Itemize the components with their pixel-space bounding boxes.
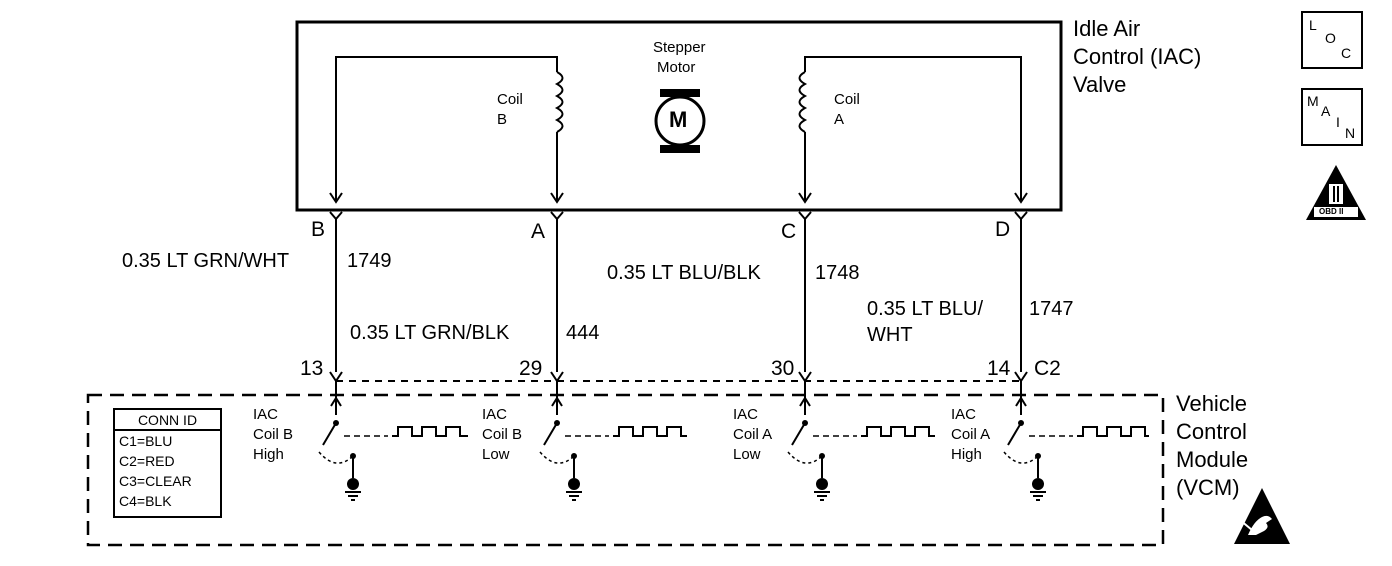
component-title-line1: Idle Air (1073, 16, 1141, 41)
driver-1-line1: IAC (253, 406, 279, 423)
pin-14-label: 14 (987, 357, 1011, 380)
coil-a-label-line2: A (834, 111, 845, 128)
coil-a-winding (798, 71, 808, 133)
terminal-b-label: B (311, 218, 326, 241)
loc-letter-l: L (1309, 17, 1317, 33)
connector-c2-label: C2 (1034, 357, 1061, 380)
wire-1747-circuit: 1747 (1029, 298, 1074, 320)
motor-bottom-brush (660, 145, 700, 153)
driver-4-line3: High (951, 446, 982, 463)
driver-3-line3: Low (733, 446, 761, 463)
terminal-d-label: D (995, 218, 1011, 241)
terminal-a-connector (550, 211, 564, 221)
driver-3-line1: IAC (733, 406, 759, 423)
iac-valve-box (295, 20, 1063, 212)
wire-1749-spec: 0.35 LT GRN/WHT (122, 250, 290, 272)
wire-1748-spec: 0.35 LT BLU/BLK (607, 262, 761, 284)
wire-1749-circuit: 1749 (347, 250, 392, 272)
pin-13-label: 13 (300, 357, 324, 380)
terminal-a-arrow (550, 192, 564, 204)
conn-id-row: C2=RED (119, 453, 175, 469)
module-title-line1: Vehicle (1176, 391, 1247, 416)
main-letter-i: I (1336, 114, 1340, 130)
pin-30-label: 30 (771, 357, 795, 380)
loc-icon[interactable]: L O C (1301, 11, 1363, 69)
coil-a-label-line1: Coil (834, 91, 860, 108)
module-title-line2: Control (1176, 419, 1247, 444)
wire-1747-spec-line2: WHT (867, 324, 913, 346)
coil-b-label-line1: Coil (497, 91, 523, 108)
driver-3-line2: Coil A (733, 426, 773, 443)
terminal-d-arrow (1014, 192, 1028, 204)
driver-1-line2: Coil B (253, 426, 294, 443)
driver-4-line2: Coil A (951, 426, 991, 443)
main-letter-a: A (1321, 103, 1331, 119)
motor-label-line2: Motor (657, 59, 696, 76)
driver-4-line1: IAC (951, 406, 977, 423)
driver-coil-b-high (318, 381, 468, 501)
motor-circle (654, 95, 706, 147)
driver-coil-a-high (1003, 381, 1149, 501)
driver-coil-a-low (787, 381, 935, 501)
wire-1748-circuit: 1748 (815, 262, 860, 284)
conn-id-row: C4=BLK (119, 493, 172, 509)
pin-30-mark (798, 371, 812, 383)
component-title-line3: Valve (1073, 72, 1127, 97)
pin-29-mark (550, 371, 564, 383)
loc-letter-o: O (1325, 30, 1336, 46)
obd-ii-icon (1306, 165, 1366, 220)
coil-b-winding (554, 71, 564, 133)
vcm-dashed-box (86, 393, 1165, 547)
driver-2-line1: IAC (482, 406, 508, 423)
motor-symbol: M (669, 107, 688, 132)
pin-14-mark (1014, 371, 1028, 383)
driver-coil-b-low (539, 381, 687, 501)
component-title-line2: Control (IAC) (1073, 44, 1202, 69)
motor-top-brush (660, 89, 700, 97)
conn-id-row: C3=CLEAR (119, 473, 192, 489)
terminal-c-arrow (798, 192, 812, 204)
coil-b-label-line2: B (497, 111, 508, 128)
esd-sensitive-icon (1234, 488, 1290, 544)
coil-a-loop-wire (804, 56, 1022, 200)
wire-444-spec: 0.35 LT GRN/BLK (350, 322, 510, 344)
terminal-b-connector (329, 211, 343, 221)
terminal-a-label: A (531, 220, 546, 243)
wire-444-circuit: 444 (566, 322, 600, 344)
driver-1-line3: High (253, 446, 284, 463)
pin-13-mark (329, 371, 343, 383)
conn-id-title: CONN ID (115, 410, 220, 431)
main-letter-m: M (1307, 93, 1319, 109)
motor-label-line1: Stepper (653, 39, 706, 56)
wire-1747-spec-line1: 0.35 LT BLU/ (867, 298, 983, 320)
terminal-d-connector (1014, 211, 1028, 221)
driver-2-line2: Coil B (482, 426, 523, 443)
pin-29-label: 29 (519, 357, 543, 380)
terminal-c-connector (798, 211, 812, 221)
module-title-line3: Module (1176, 447, 1249, 472)
driver-2-line3: Low (482, 446, 510, 463)
terminal-b-arrow (329, 192, 343, 204)
coil-b-loop-wire (335, 56, 558, 200)
conn-id-table: CONN ID C1=BLU C2=RED C3=CLEAR C4=BLK (113, 408, 222, 518)
obd-ii-label: OBD II (1319, 207, 1344, 216)
main-letter-n: N (1345, 125, 1356, 141)
main-icon[interactable]: M A I N (1301, 88, 1363, 146)
loc-letter-c: C (1341, 45, 1352, 61)
conn-id-row: C1=BLU (119, 433, 173, 449)
module-title-line4: (VCM) (1176, 475, 1240, 500)
terminal-c-label: C (781, 220, 797, 243)
